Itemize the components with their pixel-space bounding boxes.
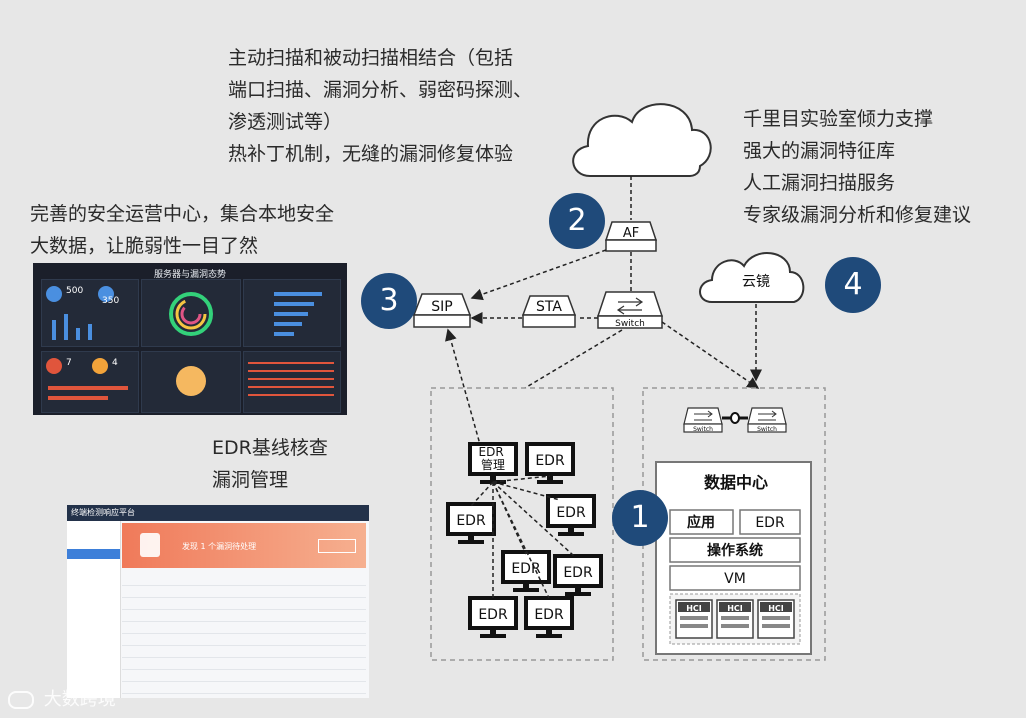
edr-line-1: EDR基线核查 (212, 437, 328, 459)
edr-box (739, 509, 801, 535)
hci-label: HCI (768, 604, 784, 613)
badge-3: 3 (361, 273, 417, 329)
edr-platform-screenshot: 终端检测响应平台 发现 1 个漏洞待处理 (67, 505, 369, 698)
scan-line-3: 渗透测试等） (228, 111, 343, 133)
edr-callout: EDR基线核查 漏洞管理 (212, 432, 328, 496)
sip-label: SIP (431, 299, 452, 315)
app-label: 应用 (687, 514, 715, 531)
switch-device (596, 291, 664, 329)
os-box (669, 537, 801, 563)
scan-line-4: 热补丁机制，无缝的漏洞修复体验 (228, 143, 514, 165)
hci-label: HCI (686, 604, 702, 613)
dashboard-bar-panel (243, 279, 341, 347)
edr-banner-text: 发现 1 个漏洞待处理 (182, 542, 257, 551)
lab-callout: 千里目实验室倾力支撑 强大的漏洞特征库 人工漏洞扫描服务 专家级漏洞分析和修复建… (743, 103, 971, 231)
datacenter-title: 数据中心 (704, 473, 768, 492)
sta-label: STA (536, 299, 562, 315)
hci-server-icon (675, 599, 713, 639)
switch-small-device-2 (747, 407, 787, 433)
edr-manager-label: EDR 管理 (479, 445, 508, 472)
dashboard-stat-1: 500 (66, 286, 84, 296)
watermark: 大数跨境 (8, 685, 116, 711)
edr-label: EDR (556, 505, 586, 521)
edr-line-2: 漏洞管理 (212, 469, 289, 491)
lab-line-3: 人工漏洞扫描服务 (743, 172, 896, 194)
dashboard-stat-3: 7 (66, 358, 72, 368)
sip-device (412, 293, 472, 328)
edr-label: EDR (478, 607, 508, 623)
switch-small-label-2: Switch (757, 426, 777, 433)
soc-dashboard-screenshot: 服务器与漏洞态势 500 350 7 4 (33, 263, 347, 415)
edr-platform-sidebar (67, 521, 121, 698)
scan-line-2: 端口扫描、漏洞分析、弱密码探测、 (228, 79, 533, 101)
dashboard-ring-panel (141, 279, 241, 347)
dashboard-stats-panel: 500 350 (41, 279, 139, 347)
dashboard-alert-panel: 7 4 (41, 351, 139, 413)
edr-manager-label-line1: EDR (479, 445, 504, 459)
lab-line-4: 专家级漏洞分析和修复建议 (743, 204, 972, 226)
edr-platform-header: 终端检测响应平台 (67, 505, 369, 521)
dashboard-stat-4: 4 (112, 358, 118, 368)
switch-small-label-1: Switch (693, 426, 713, 433)
dc-edr-label: EDR (755, 515, 785, 531)
badge-2: 2 (549, 193, 605, 249)
hci-server-icon (757, 599, 795, 639)
edr-label: EDR (535, 453, 565, 469)
shield-icon (140, 533, 160, 557)
internet-cloud-icon (572, 103, 712, 177)
badge-4: 4 (825, 257, 881, 313)
dashboard-stat-2: 350 (102, 296, 120, 306)
soc-line-1: 完善的安全运营中心，集合本地安全 (30, 203, 335, 225)
dashboard-title: 服务器与漏洞态势 (153, 270, 226, 280)
edr-manager-label-line2: 管理 (481, 457, 505, 472)
soc-callout: 完善的安全运营中心，集合本地安全 大数据，让脆弱性一目了然 (30, 198, 334, 262)
ring-chart-icon (169, 292, 213, 336)
scan-callout: 主动扫描和被动扫描相结合（包括 端口扫描、漏洞分析、弱密码探测、 渗透测试等） … (228, 42, 532, 170)
lab-line-2: 强大的漏洞特征库 (743, 140, 896, 162)
soc-line-2: 大数据，让脆弱性一目了然 (30, 235, 259, 257)
vm-box (669, 565, 801, 591)
dashboard-gauge-panel (141, 351, 241, 413)
edr-label: EDR (456, 513, 486, 529)
edr-platform-title: 终端检测响应平台 (71, 508, 135, 517)
switch-small-device-1 (683, 407, 723, 433)
hci-server-icon (716, 599, 754, 639)
os-label: 操作系统 (707, 542, 763, 559)
af-device (604, 221, 658, 252)
edr-label: EDR (534, 607, 564, 623)
app-box (669, 509, 734, 535)
dashboard-log-panel (243, 351, 341, 413)
badge-1: 1 (612, 490, 668, 546)
cloud-mirror-label: 云镜 (742, 274, 770, 290)
edr-label: EDR (511, 561, 541, 577)
watermark-text: 大数跨境 (43, 689, 116, 710)
vm-label: VM (724, 571, 746, 587)
edr-label: EDR (563, 565, 593, 581)
cloud-mirror-icon (699, 252, 805, 303)
edr-platform-banner: 发现 1 个漏洞待处理 (122, 523, 366, 568)
watermark-logo-icon (8, 691, 34, 709)
af-label: AF (623, 226, 639, 241)
scan-line-1: 主动扫描和被动扫描相结合（包括 (228, 47, 514, 69)
hci-label: HCI (727, 604, 743, 613)
lab-line-1: 千里目实验室倾力支撑 (743, 108, 934, 130)
sta-device (521, 295, 577, 328)
switch-label: Switch (615, 319, 645, 329)
